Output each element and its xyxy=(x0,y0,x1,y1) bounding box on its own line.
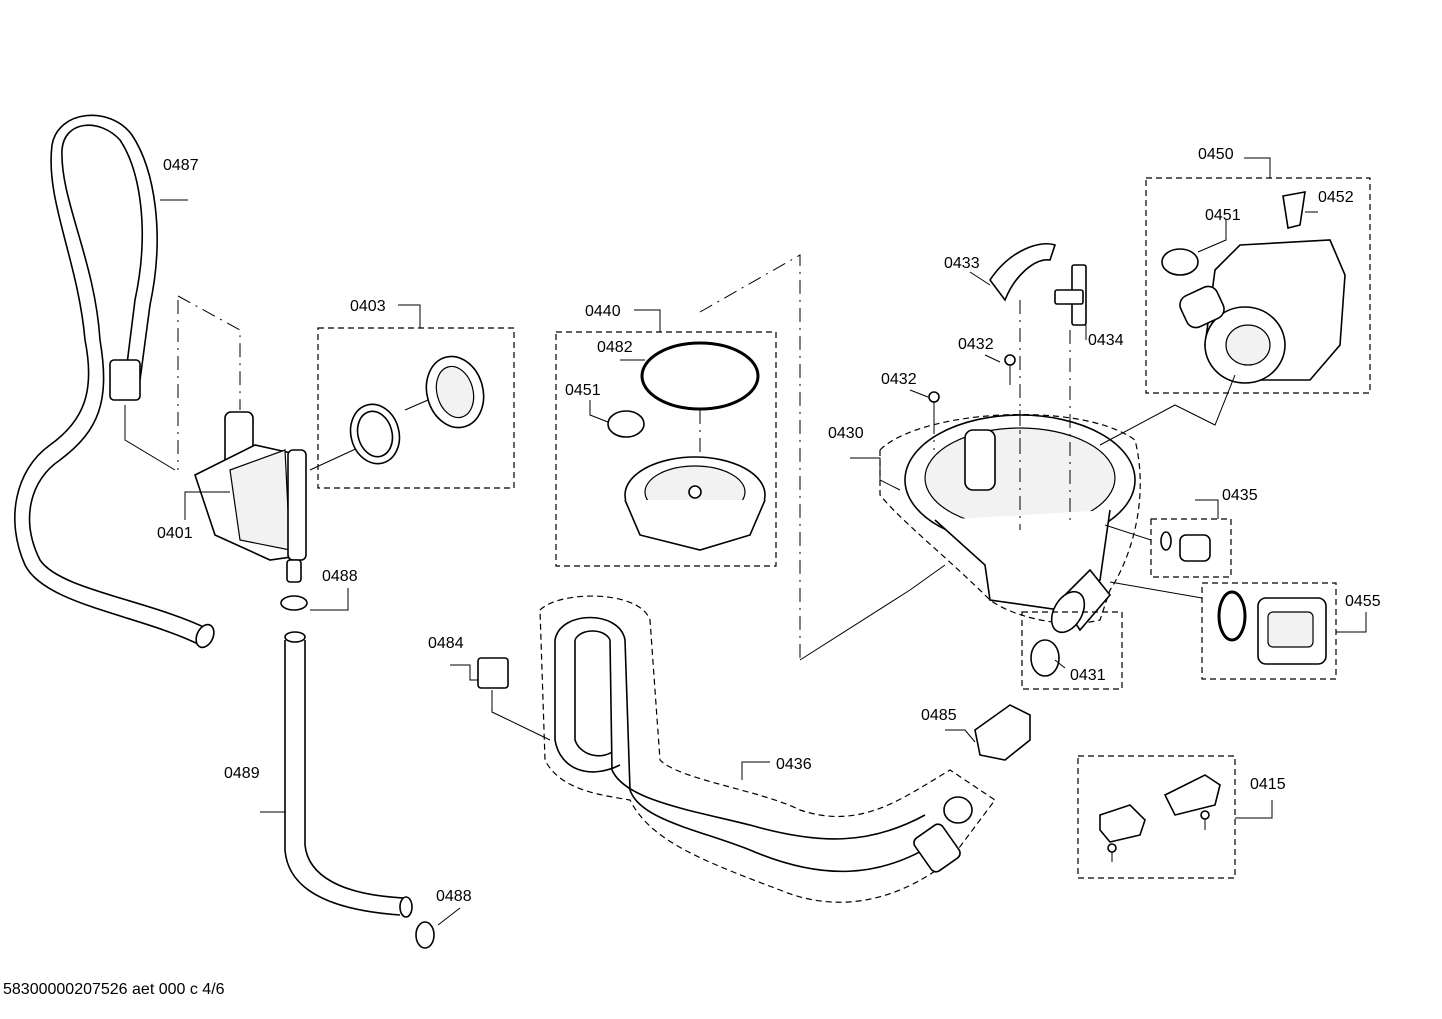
label-0436: 0436 xyxy=(776,756,812,773)
filter-housing-0440 xyxy=(624,456,766,551)
label-0451-filter: 0451 xyxy=(565,382,601,399)
label-0440: 0440 xyxy=(585,303,621,320)
label-0433: 0433 xyxy=(944,255,980,272)
label-0432-upper: 0432 xyxy=(958,336,994,353)
o-ring-0435 xyxy=(1160,531,1172,551)
drain-hose-0436 xyxy=(554,616,973,873)
drain-hose-0487 xyxy=(14,114,215,649)
seal-ring-0482 xyxy=(640,341,760,411)
footer-document-id: 58300000207526 aet 000 c 4/6 xyxy=(3,981,225,998)
label-0431: 0431 xyxy=(1070,667,1106,684)
clip-0484 xyxy=(477,657,509,689)
label-0415: 0415 xyxy=(1250,776,1286,793)
clamp-0488-top xyxy=(280,595,308,611)
label-0484: 0484 xyxy=(428,635,464,652)
label-0489: 0489 xyxy=(224,765,260,782)
label-0488-bottom: 0488 xyxy=(436,888,472,905)
o-ring-0455 xyxy=(1217,590,1247,642)
drain-pump-0455 xyxy=(1257,597,1327,665)
clamp-0451-pump xyxy=(1161,248,1199,276)
clamp-0488-bottom xyxy=(415,921,435,949)
label-0450: 0450 xyxy=(1198,146,1234,163)
screw-0432-upper xyxy=(1004,354,1016,385)
label-0432-lower: 0432 xyxy=(881,371,917,388)
label-0455: 0455 xyxy=(1345,593,1381,610)
label-0487: 0487 xyxy=(163,157,199,174)
clip-0452 xyxy=(1282,191,1306,229)
label-0434: 0434 xyxy=(1088,332,1124,349)
cover-0485 xyxy=(974,704,1031,761)
screw-0432-lower xyxy=(928,391,940,420)
bracket-0434 xyxy=(1054,264,1087,326)
clip-0433 xyxy=(989,243,1057,302)
non-return-valve-0431 xyxy=(1030,639,1060,677)
label-0403: 0403 xyxy=(350,298,386,315)
label-0488-top: 0488 xyxy=(322,568,358,585)
check-valve-0403 xyxy=(349,355,485,465)
label-0482: 0482 xyxy=(597,339,633,356)
label-0485: 0485 xyxy=(921,707,957,724)
label-0451-pump: 0451 xyxy=(1205,207,1241,224)
hose-0489 xyxy=(284,631,413,918)
clamp-0451-filter xyxy=(607,410,645,438)
label-0435: 0435 xyxy=(1222,487,1258,504)
label-0452: 0452 xyxy=(1318,189,1354,206)
label-0430: 0430 xyxy=(828,425,864,442)
bracket-set-0415 xyxy=(1099,774,1221,862)
sensor-0435 xyxy=(1179,534,1211,562)
label-0401: 0401 xyxy=(157,525,193,542)
valve-0401 xyxy=(194,411,307,583)
pump-0450 xyxy=(1179,239,1346,384)
